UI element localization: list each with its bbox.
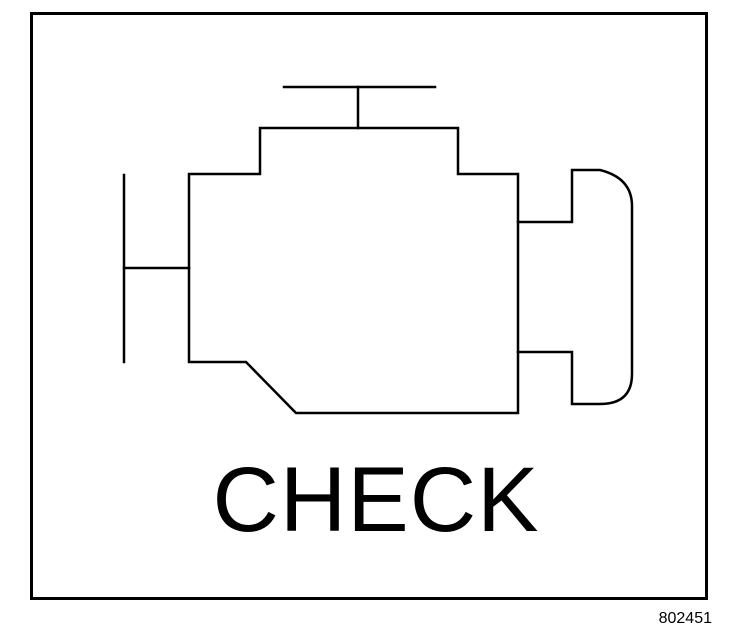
engine-block-outline	[187, 126, 520, 415]
figure-number: 802451	[658, 610, 712, 627]
engine-fan-housing	[516, 168, 634, 406]
check-label: CHECK	[212, 449, 540, 551]
indicator-frame	[30, 12, 708, 600]
